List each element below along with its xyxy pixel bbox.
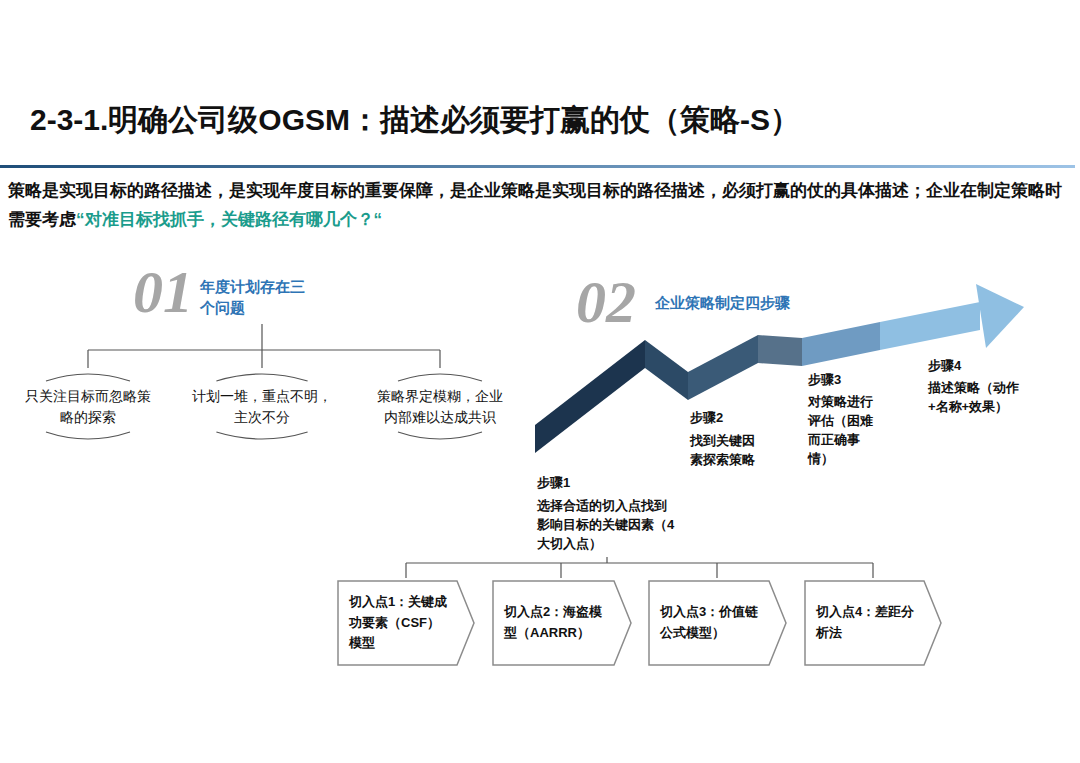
node-outline [492,580,632,666]
node-outline [186,376,338,437]
pentagon-outline [338,581,474,665]
step-text: 找到关键因素探索策略 [690,432,762,470]
node-text: 切入点4：差距分析法 [816,602,916,644]
section-heading: 年度计划存在三个问题 [200,276,312,318]
node-text-group: 计划一堆，重点不明，主次不分 [192,386,332,427]
problem-item: 只关注目标而忽略策略的探索 [18,376,158,437]
arc-bottom [46,432,130,439]
node-outline [18,376,158,437]
node-outline [648,580,787,666]
title-rule [0,165,1075,168]
step-label: 步骤1 [537,475,570,491]
step-label: 步骤4 [928,358,961,374]
arc-top [398,374,482,381]
node-outline [804,580,942,666]
section-heading: 企业策略制定四步骤 [655,294,790,312]
step-text: 选择合适的切入点找到影响目标的关键因素（4大切入点） [537,497,679,554]
node-text-group: 切入点1：关键成功要素（CSF）模型 [349,592,449,654]
bracket-lines [406,557,873,578]
pentagon-outline [805,581,941,665]
tree-lines [88,324,440,368]
pentagon-outline [649,581,786,665]
problem-item: 计划一堆，重点不明，主次不分 [186,376,338,437]
arc-top [46,374,130,381]
intro-paragraph: 策略是实现目标的路径描述，是实现年度目标的重要保障，是企业策略是实现目标的路径描… [8,176,1072,234]
step-label: 步骤3 [808,372,841,388]
node-text-group: 切入点3：价值链公式模型） [660,602,761,644]
section-number: 01 [133,256,193,328]
node-text: 计划一堆，重点不明，主次不分 [192,386,332,427]
node-text: 切入点3：价值链公式模型） [660,602,761,644]
entry-point-box: 切入点1：关键成功要素（CSF）模型 [337,580,475,666]
problem-item: 策略界定模糊，企业内部难以达成共识 [370,376,510,437]
entry-point-box: 切入点3：价值链公式模型） [648,580,787,666]
node-text: 切入点2：海盗模型（AARRR） [504,602,606,644]
pentagon-outline [493,581,631,665]
arc-bottom [398,432,482,439]
node-text: 切入点1：关键成功要素（CSF）模型 [349,592,449,654]
entry-point-box: 切入点2：海盗模型（AARRR） [492,580,632,666]
highlight-question: “对准目标找抓手，关键路径有哪几个？“ [76,210,382,229]
section-number: 02 [576,266,636,338]
node-text: 策略界定模糊，企业内部难以达成共识 [376,386,504,427]
entry-point-box: 切入点4：差距分析法 [804,580,942,666]
step-label: 步骤2 [690,410,723,426]
node-text-group: 只关注目标而忽略策略的探索 [24,386,152,427]
node-text-group: 切入点4：差距分析法 [816,602,916,644]
node-text-group: 策略界定模糊，企业内部难以达成共识 [376,386,504,427]
step-text: 描述策略（动作+名称+效果） [928,379,1028,417]
arc-top [216,374,307,381]
step-text: 对策略进行评估（困难而正确事情） [808,393,880,468]
arc-bottom [216,432,307,439]
node-text: 只关注目标而忽略策略的探索 [24,386,152,427]
slide-title: 2-3-1.明确公司级OGSM：描述必须要打赢的仗（策略-S） [30,100,800,141]
node-text-group: 切入点2：海盗模型（AARRR） [504,602,606,644]
node-outline [370,376,510,437]
